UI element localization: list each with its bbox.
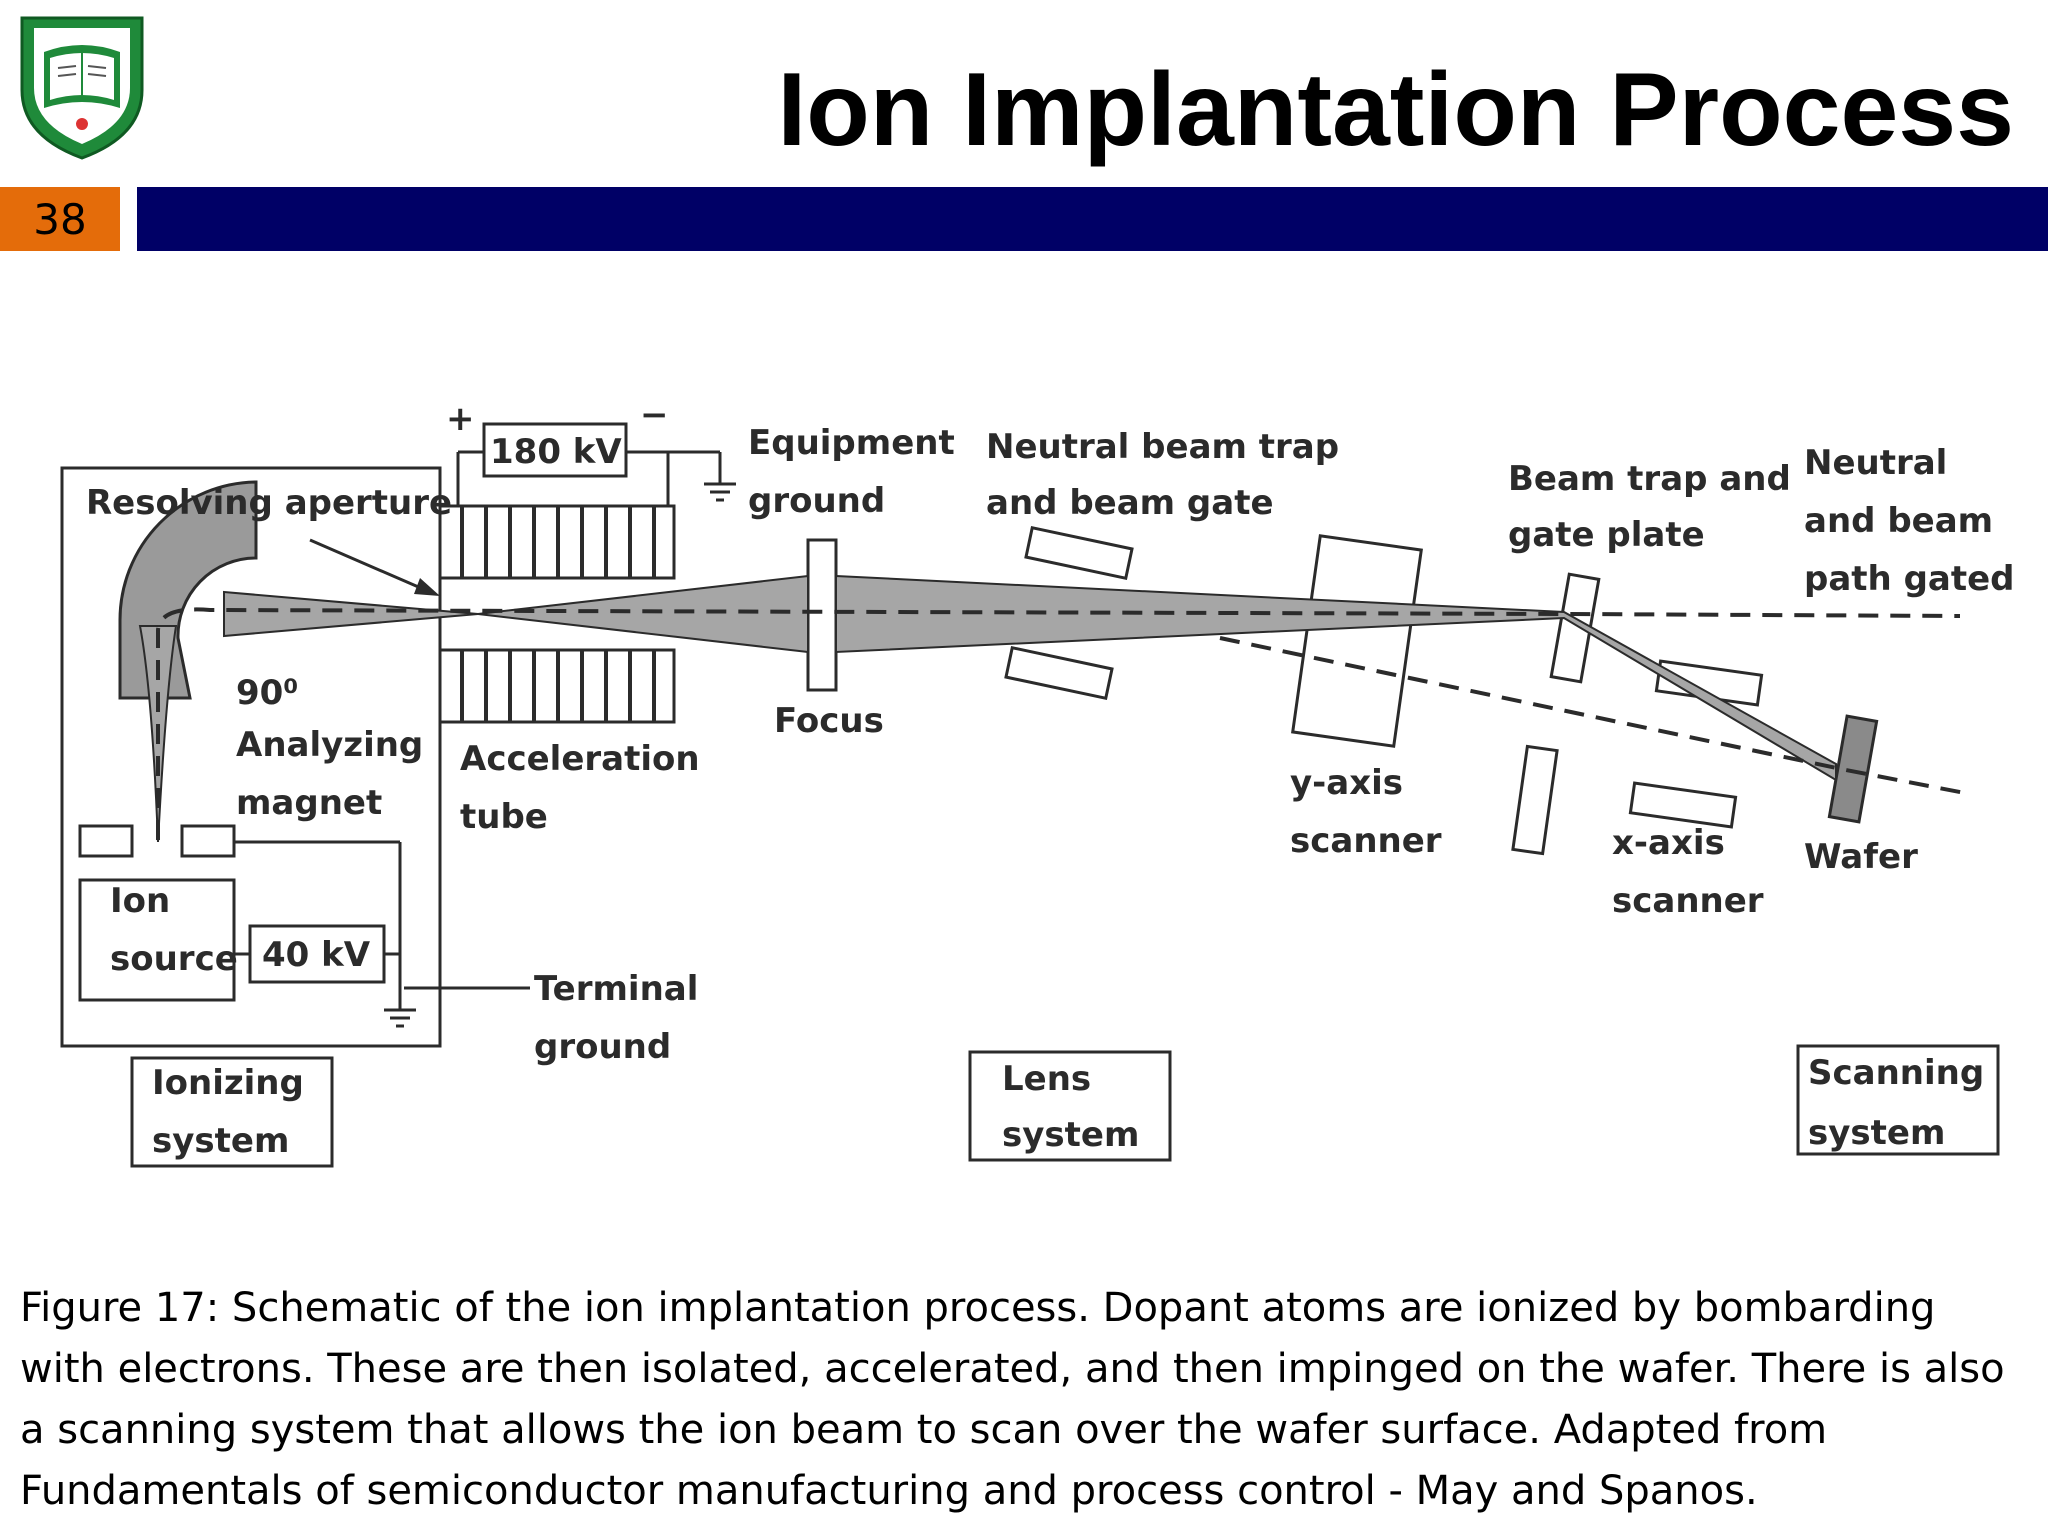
equipment-ground-label-2: ground <box>748 481 885 521</box>
y-axis-scanner-label-1: y-axis <box>1290 763 1403 803</box>
page-number: 38 <box>0 187 120 251</box>
x-axis-scanner-label-2: scanner <box>1612 881 1764 921</box>
figure-caption: Figure 17: Schematic of the ion implanta… <box>20 1285 2005 1514</box>
ion-beam <box>138 574 1837 843</box>
scanning-system-label-1: Scanning <box>1808 1053 1984 1093</box>
housing-box <box>60 466 442 1048</box>
neutral-trap-label-1: Neutral beam trap <box>986 427 1339 467</box>
voltage-180-label: 180 kV <box>490 432 622 472</box>
university-crest-icon <box>20 16 144 160</box>
ionizing-system-label-2: system <box>152 1121 289 1161</box>
slide-title: Ion Implantation Process <box>777 52 2014 168</box>
analyzing-magnet-label-1: Analyzing <box>236 725 423 765</box>
voltage-40-label: 40 kV <box>262 935 371 975</box>
acceleration-tube-label-2: tube <box>460 797 548 837</box>
accel-tube-rings <box>460 506 656 722</box>
ion-source-label-1: Ion <box>110 881 170 921</box>
ionizing-system-label-1: Ionizing <box>152 1063 304 1103</box>
terminal-ground-label-1: Terminal <box>534 969 698 1009</box>
beam-trap-label-2: gate plate <box>1508 515 1705 555</box>
scanning-system-box <box>1796 1044 2000 1156</box>
ion-source-label-2: source <box>110 939 238 979</box>
focus-label: Focus <box>774 701 884 741</box>
lens-system-label-1: Lens <box>1002 1059 1091 1099</box>
plus-sign: + <box>446 399 475 439</box>
ion-implantation-diagram: + − 180 kV Equipment ground Neutral beam… <box>60 395 2015 1168</box>
lens-system-label-2: system <box>1002 1115 1139 1155</box>
magnet-degrees-label: 90⁰ <box>236 673 298 713</box>
lens-system-box <box>968 1050 1172 1162</box>
wafer <box>1827 714 1879 824</box>
minus-sign: − <box>640 395 669 435</box>
terminal-ground-label-2: ground <box>534 1027 671 1067</box>
neutral-path-label-2: and beam <box>1804 501 1993 541</box>
analyzing-magnet-label-2: magnet <box>236 783 382 823</box>
beam-center-line <box>156 607 1971 840</box>
wafer-label: Wafer <box>1804 837 1918 877</box>
voltage-180-box <box>482 422 628 478</box>
y-axis-scanner <box>1291 534 1423 748</box>
acceleration-tube-label-1: Acceleration <box>460 739 700 779</box>
x-axis-scanner-label-1: x-axis <box>1612 823 1725 863</box>
equipment-ground-label-1: Equipment <box>748 423 955 463</box>
focus-lens <box>806 538 838 692</box>
ion-source-box <box>78 878 236 1002</box>
beam-trap-label-1: Beam trap and <box>1508 459 1791 499</box>
y-axis-scanner-label-2: scanner <box>1290 821 1442 861</box>
resolving-aperture-label: Resolving aperture <box>86 483 452 523</box>
neutral-trap-label-2: and beam gate <box>986 483 1274 523</box>
scanning-system-label-2: system <box>1808 1113 1945 1153</box>
neutral-path-label-3: path gated <box>1804 559 2015 599</box>
ionizing-system-box <box>130 1056 334 1168</box>
title-bar <box>137 187 2048 251</box>
neutral-path-label-1: Neutral <box>1804 443 1947 483</box>
